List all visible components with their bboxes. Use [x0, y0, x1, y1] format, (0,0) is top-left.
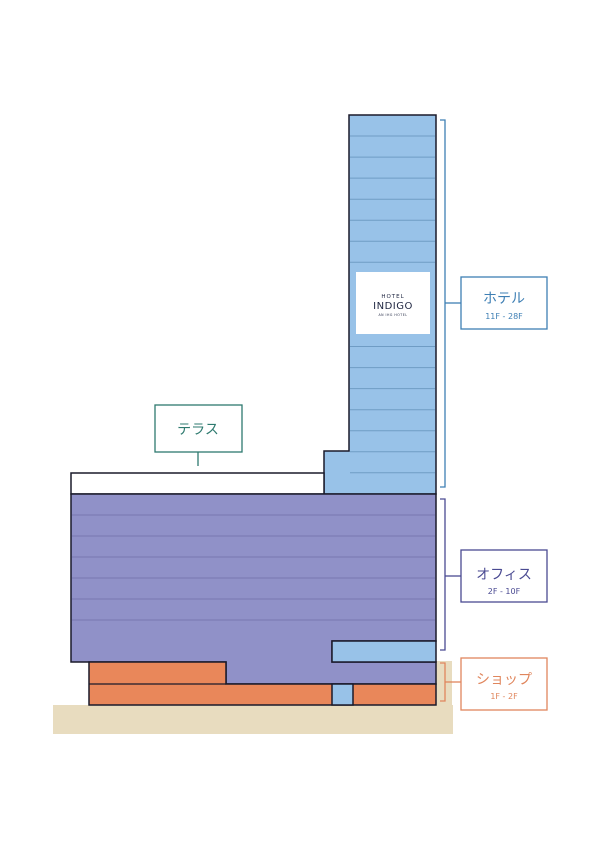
office-block: [70, 493, 437, 685]
terrace-label-title: テラス: [177, 422, 219, 438]
logo-main-text: INDIGO: [373, 301, 413, 312]
shop-hotel-entrance: [331, 683, 354, 706]
terrace-callout: テラス: [154, 404, 243, 466]
shop-callout: ショップ 1F - 2F: [440, 657, 548, 711]
shop-label-box: [460, 657, 548, 711]
office-label-floors: 2F - 10F: [488, 587, 521, 596]
hotel-label-floors: 11F - 28F: [485, 312, 523, 321]
terrace-block: [70, 472, 325, 495]
hotel-callout: ホテル 11F - 28F: [440, 119, 548, 488]
ground: [53, 705, 453, 734]
shop-label-floors: 1F - 2F: [490, 692, 518, 701]
hotel-label-title: ホテル: [483, 291, 525, 307]
logo-sub-text: AN IHG HOTEL: [378, 313, 407, 317]
office-hotel-lobby-band: [331, 640, 437, 663]
logo-background: [356, 272, 430, 334]
shop-label-title: ショップ: [476, 672, 532, 688]
ground-shop-highlight: [436, 661, 452, 705]
office-label-title: オフィス: [476, 567, 532, 583]
office-floor-lines: [72, 514, 435, 621]
hotel-bracket: [440, 119, 446, 488]
shop-block: [88, 661, 437, 706]
office-bracket: [440, 498, 446, 651]
hotel-label-box: [460, 276, 548, 330]
office-callout: オフィス 2F - 10F: [440, 498, 548, 651]
office-label-box: [460, 549, 548, 603]
logo-top-text: HOTEL: [381, 294, 404, 300]
hotel-indigo-logo: HOTEL INDIGO AN IHG HOTEL: [356, 272, 430, 334]
terrace-label-box: [154, 404, 243, 453]
